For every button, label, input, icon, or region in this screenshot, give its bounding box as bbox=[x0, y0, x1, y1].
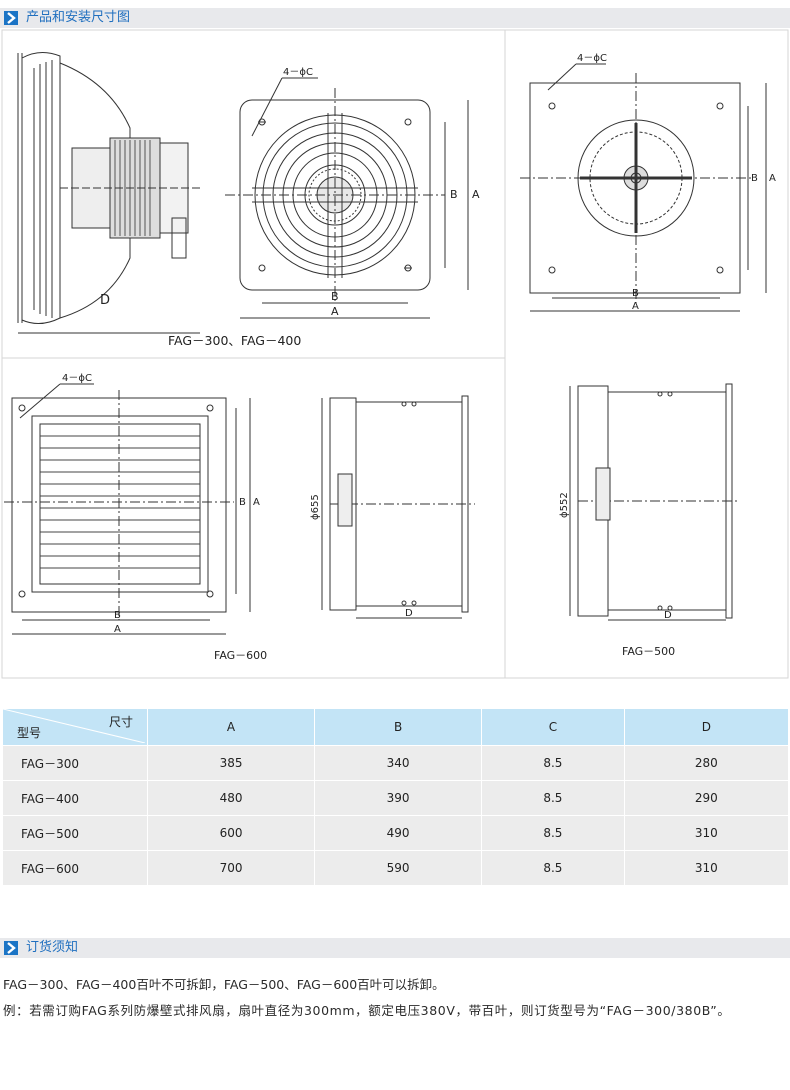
dim-a-label: A bbox=[331, 305, 339, 318]
chevron-right-icon bbox=[4, 11, 18, 25]
table-header-row: 尺寸 型号 A B C D bbox=[2, 709, 788, 746]
chevron-right-icon bbox=[4, 941, 18, 955]
table-cell: 280 bbox=[623, 745, 788, 781]
column-header: B bbox=[314, 709, 482, 746]
table-row: FAG－600 700 590 8.5 310 bbox=[2, 850, 788, 885]
table-cell: 8.5 bbox=[481, 745, 625, 781]
section-title: 产品和安装尺寸图 bbox=[26, 10, 131, 25]
front-view-drawing bbox=[225, 77, 469, 319]
table-cell: 310 bbox=[623, 850, 788, 885]
model-cell: FAG－500 bbox=[2, 815, 148, 851]
table-cell: 385 bbox=[146, 745, 315, 781]
column-header: A bbox=[146, 709, 315, 746]
table-cell: 490 bbox=[314, 815, 482, 851]
corner-top-label: 尺寸 bbox=[108, 715, 133, 729]
caption-fag500: FAG－500 bbox=[622, 645, 675, 658]
dim-a-label-600: A bbox=[114, 624, 121, 635]
column-header: D bbox=[623, 709, 788, 746]
table-cell: 590 bbox=[314, 850, 482, 885]
dim-b-label-vertical: B bbox=[450, 188, 458, 201]
ordering-note-2: 例：若需订购FAG系列防爆壁式排风扇，扇叶直径为300mm，额定电压380V，带… bbox=[3, 1003, 731, 1018]
dim-d-label-600: D bbox=[405, 608, 413, 619]
section-header-ordering: 订货须知 bbox=[0, 938, 790, 958]
dim-b-label-600-v: B bbox=[239, 497, 246, 508]
hole-note-label-500: 4－ϕC bbox=[577, 53, 607, 64]
corner-bottom-label: 型号 bbox=[17, 726, 42, 740]
dia-552-label: ϕ552 bbox=[559, 492, 570, 518]
table-cell: 8.5 bbox=[481, 815, 625, 851]
table-row: FAG－300 385 340 8.5 280 bbox=[2, 745, 788, 781]
table-cell: 390 bbox=[314, 780, 482, 816]
fag500-side-drawing bbox=[569, 383, 740, 621]
table-cell: 290 bbox=[623, 780, 788, 816]
dim-d-label: D bbox=[100, 293, 110, 308]
model-cell: FAG－600 bbox=[2, 850, 148, 885]
column-header: C bbox=[481, 709, 625, 746]
model-cell: FAG－400 bbox=[2, 780, 148, 816]
dim-b-label-500: B bbox=[632, 288, 639, 299]
dim-d-label-500: D bbox=[664, 610, 672, 621]
table-cell: 310 bbox=[623, 815, 788, 851]
fag600-front-drawing bbox=[4, 383, 251, 635]
fag600-side-drawing bbox=[321, 395, 475, 619]
dim-a-label-500-v: A bbox=[769, 173, 776, 184]
table-corner-cell: 尺寸 型号 bbox=[2, 709, 148, 746]
dim-b-label-600: B bbox=[114, 610, 121, 621]
installation-drawings: D 4－ϕC B A B A FAG－300、FAG－400 bbox=[0, 28, 790, 680]
table-row: FAG－400 480 390 8.5 290 bbox=[2, 780, 788, 816]
dim-b-label: B bbox=[331, 290, 339, 303]
table-cell: 340 bbox=[314, 745, 482, 781]
table-cell: 480 bbox=[146, 780, 315, 816]
table-cell: 700 bbox=[146, 850, 315, 885]
hole-note-label-600: 4－ϕC bbox=[62, 373, 92, 384]
ordering-note-1: FAG－300、FAG－400百叶不可拆卸，FAG－500、FAG－600百叶可… bbox=[3, 977, 445, 992]
hole-note-label: 4－ϕC bbox=[283, 67, 313, 78]
caption-fag600: FAG－600 bbox=[214, 649, 267, 662]
section-header-dimensions: 产品和安装尺寸图 bbox=[0, 8, 790, 28]
model-cell: FAG－300 bbox=[2, 745, 148, 781]
dim-a-label-500: A bbox=[632, 301, 639, 312]
dia-655-label: ϕ655 bbox=[310, 494, 321, 520]
table-cell: 600 bbox=[146, 815, 315, 851]
caption-fag300-400: FAG－300、FAG－400 bbox=[168, 333, 301, 348]
table-cell: 8.5 bbox=[481, 850, 625, 885]
table-cell: 8.5 bbox=[481, 780, 625, 816]
table-row: FAG－500 600 490 8.5 310 bbox=[2, 815, 788, 851]
section-title: 订货须知 bbox=[26, 940, 79, 955]
side-view-drawing bbox=[17, 52, 200, 334]
dim-a-label-vertical: A bbox=[472, 188, 480, 201]
dim-a-label-600-v: A bbox=[253, 497, 260, 508]
fag500-front-drawing bbox=[520, 63, 767, 312]
dim-b-label-500-v: B bbox=[751, 173, 758, 184]
dimension-table: 尺寸 型号 A B C D FAG－300 385 340 8.5 280 FA… bbox=[2, 709, 788, 885]
